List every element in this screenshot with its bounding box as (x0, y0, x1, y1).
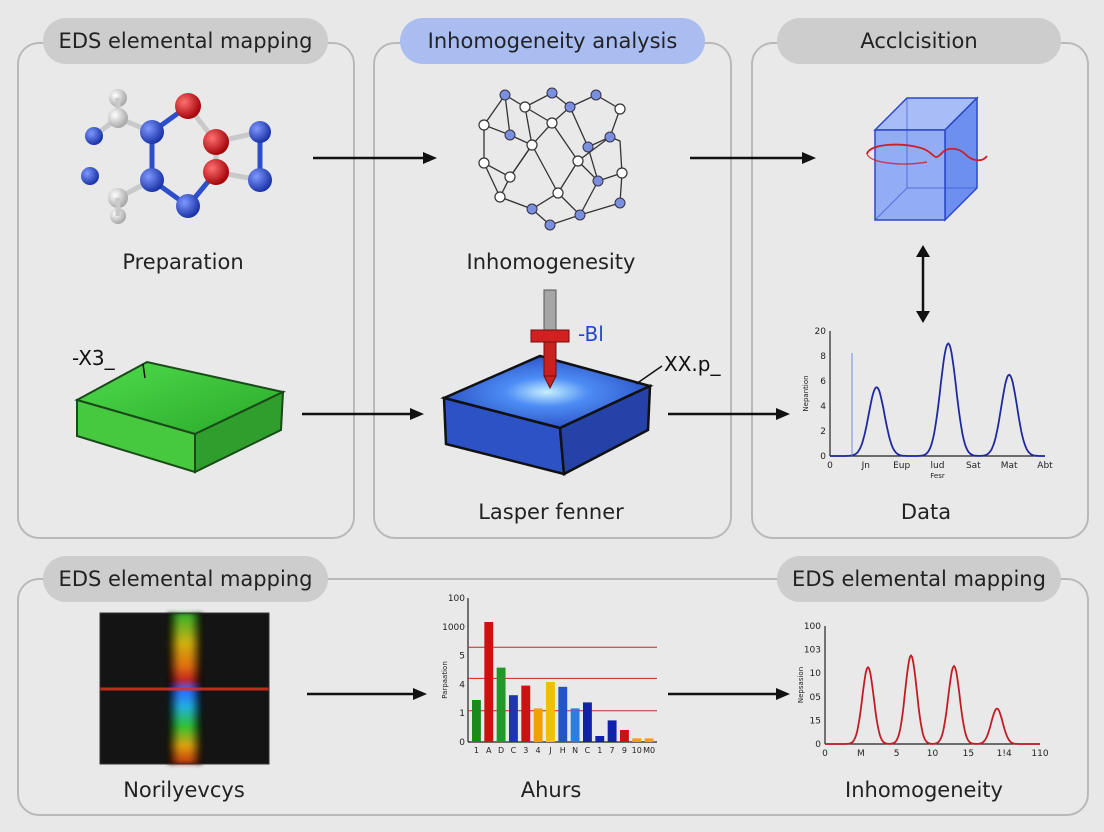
x-tick-label: 7 (610, 746, 615, 755)
y-tick-label: 5 (459, 652, 465, 662)
x-tick-label: 5 (894, 749, 900, 759)
x-tick-label: 1 (474, 746, 479, 755)
arrow-icon (690, 152, 816, 164)
x-tick-label: Jn (861, 461, 870, 471)
x-tick-label: 0 (827, 461, 833, 471)
caption-inhomogenesity: Inhomogenesity (466, 250, 636, 274)
x-tick-label: Abt (1037, 461, 1053, 471)
x-tick-label: C (585, 746, 591, 755)
sample-label: -X3_ (72, 346, 115, 370)
y-tick-label: 100 (448, 594, 465, 604)
arrow-icon (668, 408, 790, 420)
molecule-icon (81, 89, 272, 224)
x-tick-label: Mat (1001, 461, 1018, 471)
arrow-icon (302, 408, 424, 420)
panel-title-acquisition: Acclcisition (777, 18, 1061, 64)
x-tick-label: 10 (927, 749, 939, 759)
x-tick-label: 15 (963, 749, 974, 759)
arrow-icon (313, 152, 437, 164)
bar (472, 700, 481, 742)
bar (546, 682, 555, 742)
bar (595, 736, 605, 742)
arrow-icon (307, 688, 427, 700)
y-tick-label: 6 (820, 377, 826, 387)
bar (496, 667, 506, 742)
x-tick-label: M (857, 749, 865, 759)
bar (509, 695, 518, 742)
x-axis-label: Fesr (930, 472, 945, 480)
arrow-icon (668, 688, 790, 700)
x-tick-label: N (572, 746, 578, 755)
caption-ahurs: Ahurs (520, 778, 582, 802)
network-icon (478, 87, 628, 231)
caption-data: Data (900, 500, 952, 524)
bar (533, 708, 543, 742)
x-tick-label: M0 (643, 746, 655, 755)
bar (632, 738, 642, 742)
cube-icon (866, 96, 988, 222)
y-tick-label: 1000 (442, 623, 465, 633)
double-arrow-icon (916, 245, 930, 323)
y-tick-label: 05 (810, 693, 821, 703)
bar (583, 702, 592, 742)
caption-preparation: Preparation (122, 250, 244, 274)
bar (570, 708, 580, 742)
caption-inhomogeneity: Inhomogeneity (845, 778, 1003, 802)
series-line (825, 653, 1040, 745)
series-line (830, 342, 1045, 457)
caption-norilyevcys: Norilyevcys (123, 778, 245, 802)
y-tick-label: 4 (459, 680, 465, 690)
x-tick-label: J (548, 746, 551, 755)
x-tick-label: 1!4 (997, 749, 1012, 759)
laser-block-icon (440, 289, 663, 476)
x-tick-label: A (486, 746, 492, 755)
y-tick-label: 20 (815, 327, 827, 337)
y-tick-label: 2 (820, 427, 826, 437)
x-tick-label: 110 (1031, 749, 1048, 759)
bar (644, 738, 654, 742)
x-tick-label: 4 (536, 746, 541, 755)
y-tick-label: 0 (815, 740, 821, 750)
bar (484, 622, 494, 742)
x-tick-label: 3 (523, 746, 528, 755)
y-tick-label: 103 (804, 646, 821, 656)
block-label: XX.p_ (664, 352, 721, 376)
x-tick-label: Eup (893, 461, 910, 471)
x-tick-label: 10 (632, 746, 642, 755)
x-tick-label: H (560, 746, 566, 755)
y-tick-label: 8 (820, 352, 826, 362)
bar (607, 720, 617, 742)
x-tick-label: C (511, 746, 517, 755)
y-tick-label: 10 (810, 669, 822, 679)
beam-label: -Bl (578, 322, 604, 346)
y-axis-label: Parpaation (441, 661, 449, 699)
y-axis-label: Nepantion (802, 375, 810, 411)
x-tick-label: D (498, 746, 504, 755)
x-tick-label: lud (931, 461, 945, 471)
x-tick-label: 1 (597, 746, 602, 755)
bar (521, 685, 531, 742)
panel-title-eds-mapping: EDS elemental mapping (43, 18, 328, 64)
panel-title-bottom-left: EDS elemental mapping (43, 556, 328, 602)
y-axis-label: Nepsasion (797, 667, 805, 703)
bar (620, 730, 629, 742)
y-tick-label: 100 (804, 622, 821, 632)
bar (558, 686, 568, 742)
x-tick-label: 0 (822, 749, 828, 759)
x-tick-label: 9 (622, 746, 627, 755)
spectrum-image (99, 612, 270, 765)
y-tick-label: 0 (459, 738, 465, 748)
caption-lasper-fenner: Lasper fenner (478, 500, 624, 524)
x-tick-label: Sat (966, 461, 981, 471)
panel-title-bottom-right: EDS elemental mapping (777, 556, 1061, 602)
green-block-icon (74, 360, 287, 474)
y-tick-label: 1 (459, 709, 465, 719)
y-tick-label: 4 (820, 402, 826, 412)
y-tick-label: 15 (810, 716, 821, 726)
panel-title-inhomogeneity-analysis: Inhomogeneity analysis (400, 18, 705, 64)
y-tick-label: 0 (820, 452, 826, 462)
